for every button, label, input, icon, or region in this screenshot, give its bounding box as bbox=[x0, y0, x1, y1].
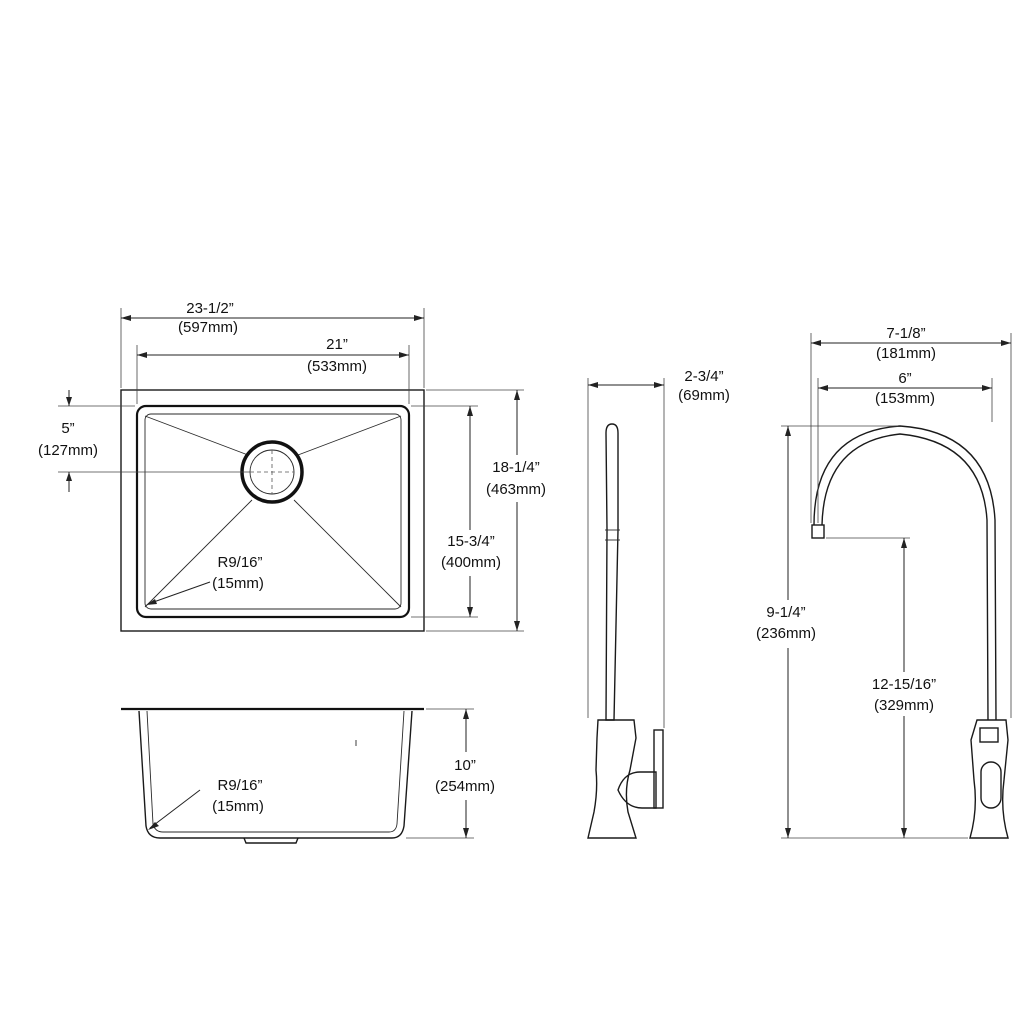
overall-depth-mm-label: (463mm) bbox=[486, 481, 546, 498]
drain-offset-label: 5” bbox=[61, 420, 74, 437]
dim-overall-width: 23-1/2” (597mm) bbox=[120, 300, 425, 388]
spout-reach-label: 6” bbox=[898, 370, 911, 387]
dim-bowl-depth: 15-3/4” (400mm) bbox=[411, 405, 501, 618]
bowl-height-mm-label: (254mm) bbox=[435, 778, 495, 795]
top-corner-radius-label: R9/16” bbox=[217, 554, 262, 571]
faucet-side-view bbox=[587, 423, 664, 839]
overall-height-label: 12-15/16” bbox=[872, 676, 936, 693]
faucet-base-depth-label: 2-3/4” bbox=[684, 368, 723, 385]
dim-overall-depth: 18-1/4” (463mm) bbox=[426, 389, 546, 632]
dim-spout-height: 9-1/4” (236mm) bbox=[756, 425, 968, 839]
overall-reach-mm-label: (181mm) bbox=[876, 345, 936, 362]
overall-width-label: 23-1/2” bbox=[186, 300, 234, 317]
dim-bowl-width: 21” (533mm) bbox=[136, 336, 410, 404]
dim-faucet-base-depth: 2-3/4” (69mm) bbox=[587, 368, 730, 728]
overall-depth-label: 18-1/4” bbox=[492, 459, 540, 476]
bowl-height-label: 10” bbox=[454, 757, 476, 774]
spout-height-mm-label: (236mm) bbox=[756, 625, 816, 642]
spout-height-label: 9-1/4” bbox=[766, 604, 805, 621]
drain bbox=[240, 440, 304, 504]
dim-overall-reach: 7-1/8” (181mm) bbox=[810, 325, 1012, 718]
dim-bowl-height: 10” (254mm) bbox=[406, 708, 495, 839]
faucet-front-view bbox=[811, 425, 1009, 839]
faucet-base-depth-mm-label: (69mm) bbox=[678, 387, 730, 404]
dim-drain-offset: 5” (127mm) bbox=[38, 390, 250, 492]
dim-spout-reach: 6” (153mm) bbox=[817, 370, 993, 523]
sink-side-view bbox=[121, 707, 424, 844]
spout-reach-mm-label: (153mm) bbox=[875, 390, 935, 407]
overall-reach-label: 7-1/8” bbox=[886, 325, 925, 342]
side-corner-radius-label: R9/16” bbox=[217, 777, 262, 794]
dim-top-corner-radius: R9/16” (15mm) bbox=[146, 554, 264, 605]
bowl-depth-label: 15-3/4” bbox=[447, 533, 495, 550]
bowl-width-mm-label: (533mm) bbox=[307, 358, 367, 375]
sink-top-view bbox=[120, 389, 425, 632]
overall-height-mm-label: (329mm) bbox=[874, 697, 934, 714]
bowl-width-label: 21” bbox=[326, 336, 348, 353]
drain-offset-mm-label: (127mm) bbox=[38, 442, 98, 459]
top-corner-radius-mm-label: (15mm) bbox=[212, 575, 264, 592]
overall-width-mm-label: (597mm) bbox=[178, 319, 238, 336]
bowl-depth-mm-label: (400mm) bbox=[441, 554, 501, 571]
dim-overall-height: 12-15/16” (329mm) bbox=[872, 538, 936, 838]
side-corner-radius-mm-label: (15mm) bbox=[212, 798, 264, 815]
dim-side-corner-radius: R9/16” (15mm) bbox=[148, 777, 264, 830]
